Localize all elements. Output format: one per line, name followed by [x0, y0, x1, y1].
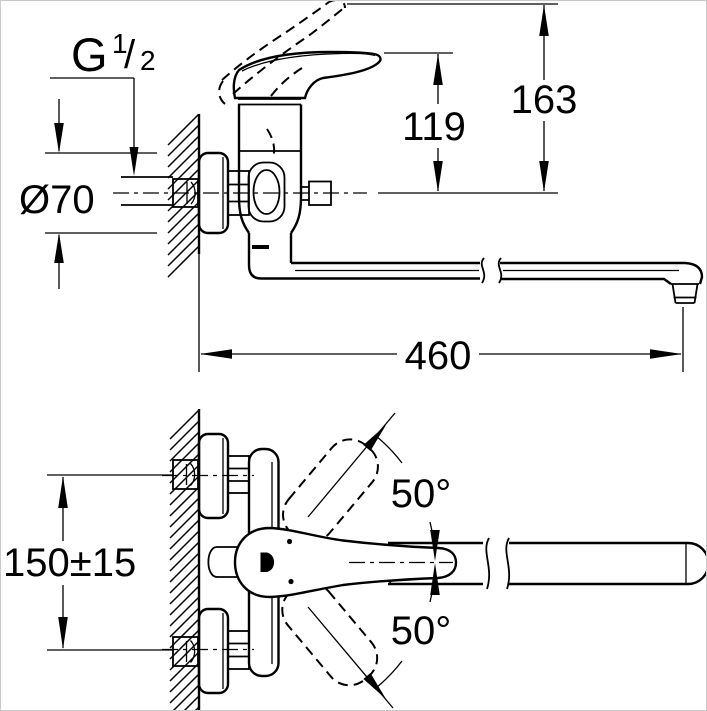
arrow-150-bottom: [58, 617, 68, 649]
arrow-119-bottom: [433, 161, 443, 192]
spout-arm-left: [261, 261, 480, 280]
top-view: [113, 1, 704, 372]
thread-label-g: G: [71, 28, 108, 81]
hatch-stroke: [167, 234, 200, 267]
hatch-stroke: [172, 684, 200, 710]
lever-raised-dashed: [218, 1, 346, 159]
hatch-stroke: [167, 113, 200, 146]
spout-shank: [247, 233, 293, 280]
dim-label-119: 119: [402, 105, 466, 149]
spout-tube-right: [509, 541, 706, 586]
union-nut-lower-flats: [228, 642, 249, 658]
hatch-stroke: [169, 629, 200, 660]
bottom-view: [162, 409, 706, 710]
dimensions-top-view: G 1 / 2 Ø70 119 163 460: [19, 3, 684, 378]
angle-arrow-lower-center: [430, 563, 440, 595]
hatch-stroke: [169, 552, 200, 583]
arrow-150-top: [58, 476, 68, 508]
hatch-stroke: [169, 585, 200, 616]
hatch-stroke: [169, 607, 200, 638]
body-sides: [237, 104, 303, 234]
diameter-arrow-bottom: [54, 233, 64, 263]
stub-neck: [301, 186, 309, 201]
arrow-163-top: [539, 5, 549, 36]
spout-arm-right: [500, 261, 704, 285]
diameter-label: Ø70: [19, 178, 95, 222]
spacing-dim-lines: [47, 474, 173, 651]
thread-label-slash: /: [124, 33, 136, 77]
arrow-163-bottom: [539, 161, 549, 192]
supply-pipe: [121, 176, 173, 206]
cartridge-housing-plan: [207, 546, 237, 578]
diameter-dim-lines: [45, 99, 157, 289]
hatch-stroke: [169, 618, 200, 649]
wall-hatching-bottom: [169, 409, 200, 710]
hatch-stroke: [169, 673, 200, 704]
hatch-stroke: [169, 442, 200, 473]
hatch-stroke: [183, 695, 200, 710]
angle-label-lower: 50°: [391, 609, 452, 653]
angle-arrow-upper-center: [430, 530, 440, 561]
angle-arrow-lower-ray: [363, 673, 386, 699]
arrow-119-top: [433, 54, 443, 85]
dim-label-460: 460: [405, 334, 472, 378]
pipe-fitting-lower-detail: [185, 640, 196, 663]
hatch-stroke: [169, 563, 200, 594]
pipe-fitting-upper-detail: [185, 463, 196, 486]
union-nut-upper-flats: [228, 467, 249, 482]
hatch-stroke: [169, 541, 200, 572]
fitting-centerlines: [162, 474, 254, 651]
lever-position-up-dashed: [282, 438, 379, 543]
lever-dot-top: [286, 538, 293, 545]
hatch-stroke: [167, 135, 200, 168]
height-extension-lines: [347, 3, 558, 194]
inlet-boss-face: [252, 169, 281, 215]
spout-break-marks-top-view: [480, 257, 503, 284]
union-nut-upper: [227, 455, 250, 494]
thread-leader-line: [50, 77, 135, 149]
arrow-460-right: [650, 349, 682, 359]
diameter-arrow-top: [54, 123, 64, 153]
hatch-stroke: [169, 574, 200, 605]
inlet-boss: [247, 161, 286, 223]
hatch-stroke: [167, 124, 200, 157]
hatch-stroke: [169, 431, 200, 462]
hatch-stroke: [169, 596, 200, 627]
hatch-stroke: [169, 409, 200, 440]
hatch-stroke: [167, 223, 200, 256]
thread-leader-arrow: [129, 147, 139, 176]
dim-line-460: [201, 307, 684, 372]
hatch-stroke: [169, 508, 200, 539]
lever-hub-mark: [260, 552, 275, 572]
arrow-460-left: [200, 349, 232, 359]
lever-position-down-dashed: [281, 581, 379, 687]
hatch-stroke: [169, 486, 200, 517]
hatch-stroke: [167, 146, 200, 179]
angle-label-upper: 50°: [391, 472, 452, 516]
hatch-stroke: [169, 662, 200, 693]
angle-arrow-upper-ray: [363, 425, 386, 451]
spout-outlet-nozzle: [671, 283, 699, 304]
dim-label-150: 150±15: [3, 541, 136, 585]
lever-dot-bottom: [288, 578, 294, 585]
hatch-stroke: [167, 212, 200, 245]
cartridge-cap-lines: [238, 98, 301, 106]
thread-label-numerator: 1: [112, 28, 128, 59]
hatch-stroke: [169, 519, 200, 550]
lever-edge-highlight: [241, 52, 376, 72]
hatch-stroke: [169, 530, 200, 561]
hatch-stroke: [169, 497, 200, 528]
hatch-stroke: [169, 420, 200, 451]
spout-break-marks-plan: [485, 537, 511, 590]
lever-side-view: [232, 50, 382, 100]
thread-label-denominator: 2: [140, 45, 156, 76]
dimensions-bottom-view: 150±15 50° 50°: [3, 472, 451, 653]
dim-label-163: 163: [511, 78, 578, 122]
hatch-stroke: [167, 245, 200, 278]
